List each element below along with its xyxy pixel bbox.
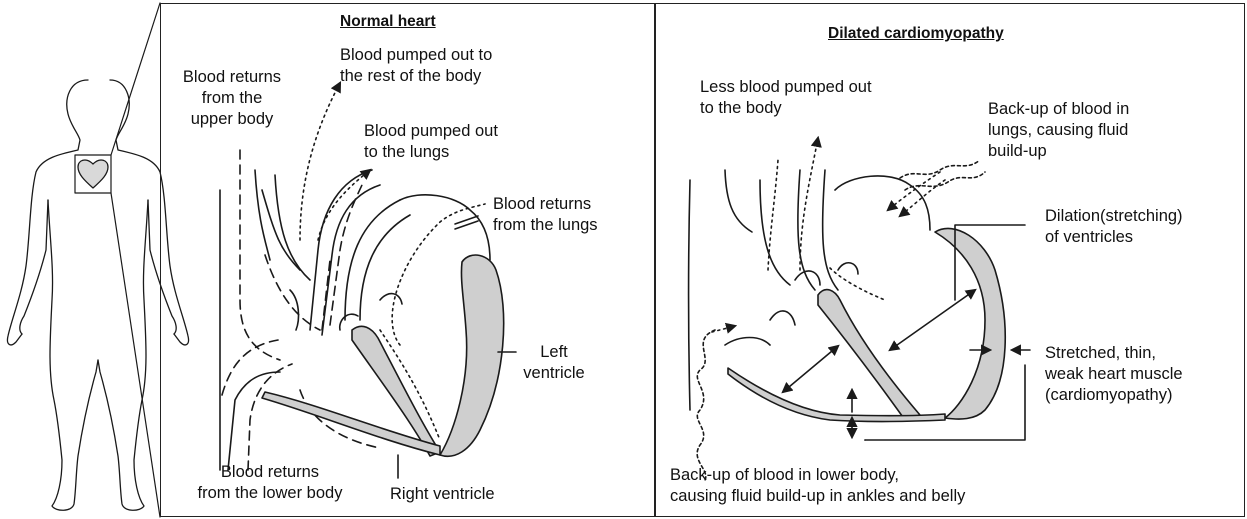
zoom-line-bottom — [111, 193, 160, 517]
label-stretched-muscle: Stretched, thin, weak heart muscle (card… — [1045, 343, 1183, 406]
label-right-ventricle: Right ventricle — [390, 484, 495, 505]
label-backup-lower: Back-up of blood in lower body, causing … — [670, 465, 965, 507]
label-dilation: Dilation(stretching) of ventricles — [1045, 206, 1183, 248]
zoom-line-top — [111, 3, 160, 155]
label-pumped-lungs: Blood pumped out to the lungs — [364, 121, 498, 163]
normal-heart-title: Normal heart — [340, 13, 436, 31]
label-backup-lungs: Back-up of blood in lungs, causing fluid… — [988, 99, 1129, 162]
label-pumped-body: Blood pumped out to the rest of the body — [340, 45, 492, 87]
label-returns-upper: Blood returns from the upper body — [170, 67, 294, 130]
label-returns-lower: Blood returns from the lower body — [180, 462, 360, 504]
label-returns-lungs: Blood returns from the lungs — [493, 194, 598, 236]
dilated-cardiomyopathy-title: Dilated cardiomyopathy — [828, 25, 1004, 43]
label-left-ventricle: Left ventricle — [520, 342, 588, 384]
label-less-blood: Less blood pumped out to the body — [700, 77, 872, 119]
